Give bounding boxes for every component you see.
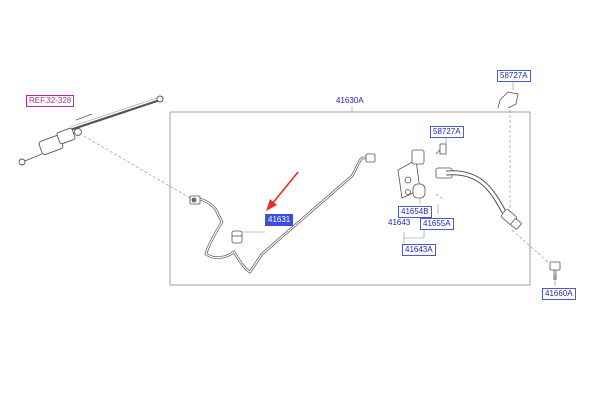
clutch-tube [195,156,368,274]
dashed-connections [83,110,549,263]
pointer-arrow [266,171,299,211]
part-label-58727a-mid[interactable]: 58727A [430,126,464,138]
assembly-frame [169,111,531,286]
clutch-master-cylinder [18,95,164,166]
part-label-41643[interactable]: 41643 [388,218,411,227]
hose-end-fitting [500,209,522,230]
leader-lines [232,78,556,286]
part-label-41643a[interactable]: 41643A [402,244,436,256]
part-label-58727a-top[interactable]: 58727A [497,70,531,82]
flexible-hose [445,170,507,214]
part-label-41655a[interactable]: 41655A [420,218,454,230]
bolt-41660a [549,261,561,280]
clip-58727a [497,91,519,109]
ref-label[interactable]: REF.32-328 [26,95,75,107]
part-label-41660a[interactable]: 41660A [542,288,576,300]
part-label-41631[interactable]: 41631 [265,214,294,226]
bracket-assembly [397,143,453,199]
part-label-41630a[interactable]: 41630A [336,96,364,105]
tube-fittings [189,153,376,244]
part-label-41654b[interactable]: 41654B [398,206,432,218]
